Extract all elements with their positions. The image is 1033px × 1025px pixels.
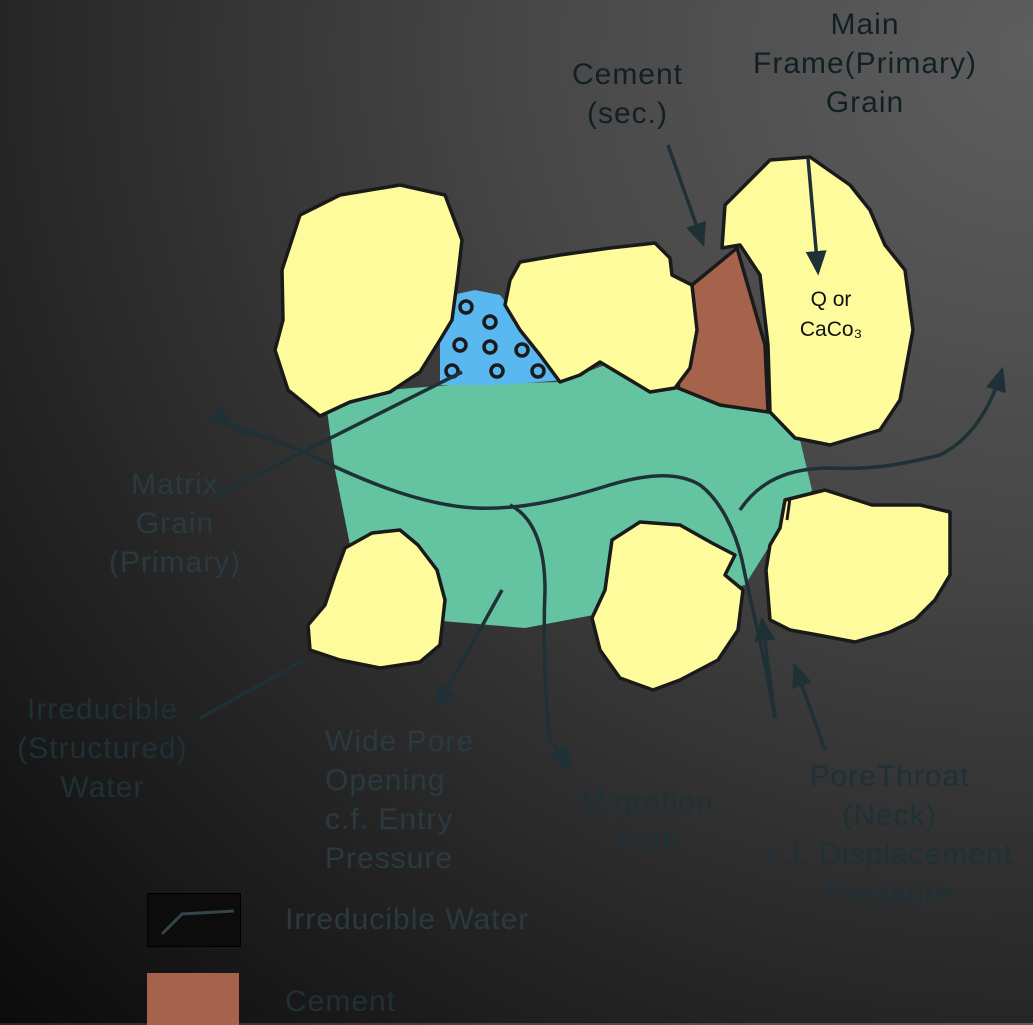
legend-swatch-cement (147, 973, 239, 1025)
wide-pore-label: Wide Pore Opening c.f. Entry Pressure (325, 722, 495, 878)
grain-bottom-left (308, 530, 445, 668)
grain-mineral-label: Q or CaCo₃ (786, 285, 876, 345)
legend-label-irreducible-water: Irreducible Water (285, 900, 529, 939)
grain-bottom-middle (592, 522, 743, 690)
matrix-grain-label: Matrix Grain (Primary) (95, 465, 255, 582)
grain-top-left (275, 185, 462, 416)
grain-bottom-right (766, 490, 950, 642)
legend-label-cement: Cement (285, 982, 396, 1021)
migration-path-label: Migration Path (570, 783, 725, 861)
irreducible-water-label: Irreducible (Structured) Water (5, 690, 200, 807)
cement-sec-label: Cement (sec.) (555, 55, 700, 133)
pore-throat-label: PoreThroat (Neck) c.f. Displacement Pres… (752, 757, 1027, 913)
legend-swatch-irreducible-water (147, 893, 241, 947)
main-frame-label: Main Frame(Primary) Grain (730, 5, 1000, 122)
